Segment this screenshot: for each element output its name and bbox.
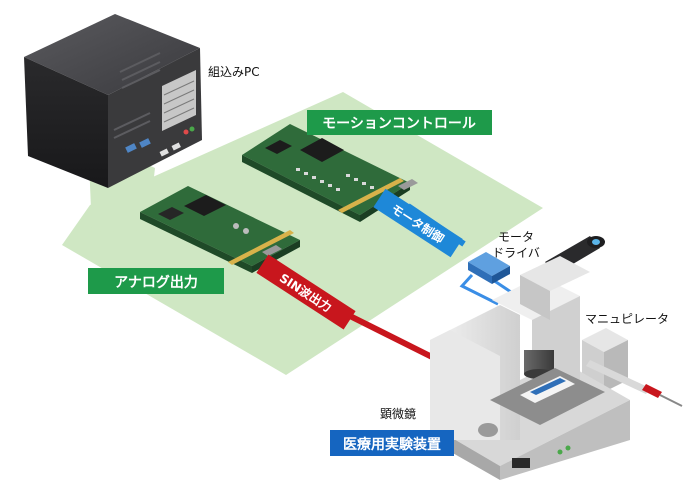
driver-to-microscope-cable [459,273,499,306]
embedded-pc-label: 組込みPC [208,65,260,79]
analog-output-board [140,186,300,273]
embedded-pc [24,14,202,188]
motion-control-board [242,124,418,222]
analog-output-label: アナログ出力 [114,274,198,291]
analog-output-label-box [88,268,224,294]
motion-control-label-box [307,110,492,135]
motor-driver-label-line1: モータ [498,230,534,244]
motor-driver-label-line2: ドライバ [492,246,540,260]
microscope [430,236,630,480]
system-area [62,92,543,375]
microscope-label: 顕微鏡 [380,406,416,421]
motor-driver [468,252,510,284]
motion-control-label: モーションコントロール [322,116,476,132]
medical-device-label: 医療用実験装置 [343,436,441,453]
manipulator-label: マニュピレータ [585,312,669,326]
medical-device-label-box [330,430,454,456]
